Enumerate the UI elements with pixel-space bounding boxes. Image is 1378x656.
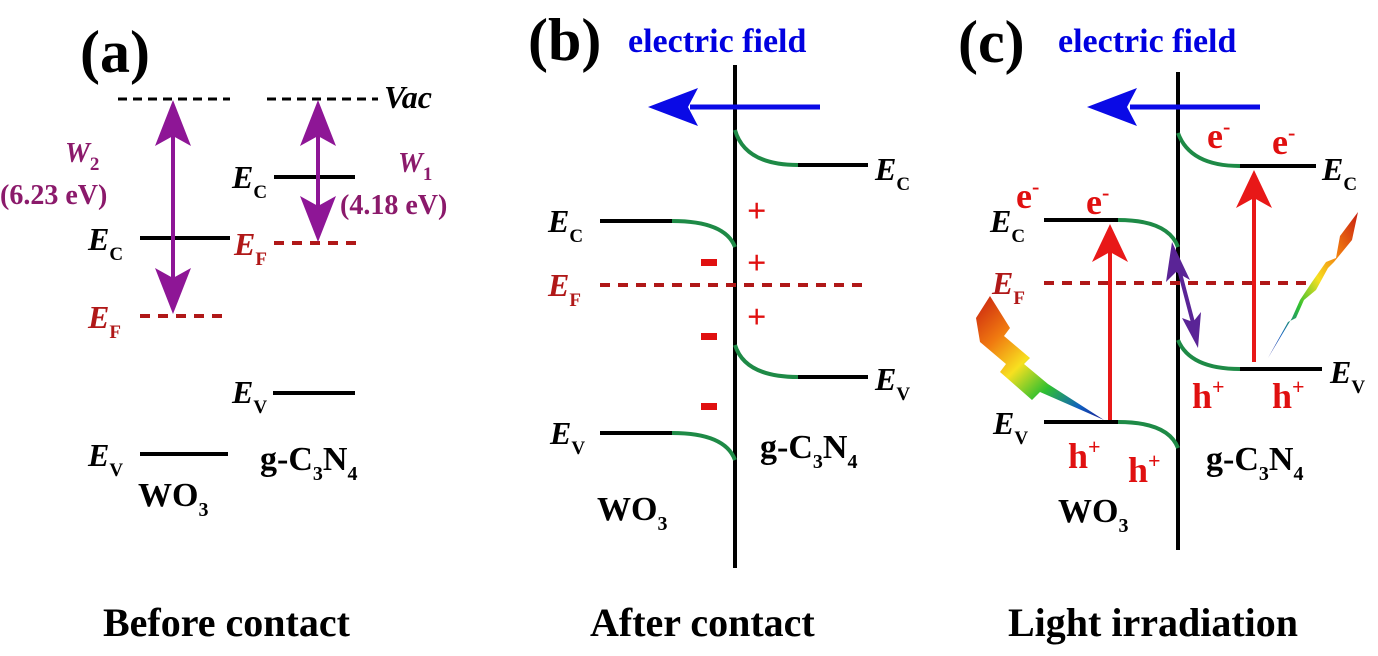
ef-label: EF xyxy=(547,267,581,311)
gcn-ec-label: EC xyxy=(231,159,267,203)
wo3-label: WO3 xyxy=(597,491,667,535)
work-function-w2-value: (6.23 eV) xyxy=(0,180,107,211)
arrowhead-down-icon xyxy=(300,196,336,242)
wo3-ec-label: EC xyxy=(547,203,583,247)
band-bending-curve xyxy=(733,344,799,379)
band-bending-curve xyxy=(671,219,737,248)
electron-label: e- xyxy=(1207,114,1230,156)
wo3-ef-label: EF xyxy=(87,299,121,343)
arrowhead-up-icon xyxy=(1092,224,1128,262)
arrowhead-up-icon xyxy=(1236,170,1272,208)
gcn-ev-label: EV xyxy=(1329,354,1365,398)
arrow-left-icon xyxy=(1087,88,1137,126)
band-bending-curve xyxy=(1176,132,1241,168)
band-bending-curve xyxy=(671,431,737,461)
hole-label: h+ xyxy=(1068,434,1101,476)
gcn-label: g-C3N4 xyxy=(1206,441,1303,485)
wo3-ec-label: EC xyxy=(87,221,123,265)
panel-a-label: (a) xyxy=(80,19,150,85)
gcn-ef-label: EF xyxy=(233,226,267,270)
wo3-label: WO3 xyxy=(138,477,208,521)
panel-b-label: (b) xyxy=(528,7,601,73)
hole-label: h+ xyxy=(1192,374,1225,416)
work-function-w1-value: (4.18 eV) xyxy=(340,190,447,221)
negative-charge xyxy=(701,333,717,340)
band-bending-curve xyxy=(1176,339,1241,371)
negative-charge xyxy=(701,259,717,266)
electron-label: e- xyxy=(1086,180,1109,222)
light-bolt-icon xyxy=(976,296,1104,420)
vacuum-label: Vac xyxy=(384,79,432,115)
panel-b-caption: After contact xyxy=(590,600,815,645)
wo3-label: WO3 xyxy=(1058,493,1128,537)
work-function-w2-symbol: W2 xyxy=(65,138,99,175)
wo3-ev-label: EV xyxy=(992,405,1028,449)
positive-charge: + xyxy=(747,245,766,282)
electron-label: e- xyxy=(1016,174,1039,216)
panel-c: (c) electric field EC EC EF EV EV xyxy=(958,9,1365,645)
ef-label: EF xyxy=(991,265,1025,309)
gcn-ec-label: EC xyxy=(1321,151,1357,195)
wo3-ev-label: EV xyxy=(549,415,585,459)
gcn-label: g-C3N4 xyxy=(760,429,857,473)
arrowhead-up-icon xyxy=(1166,242,1190,282)
panel-b-field-label: electric field xyxy=(628,23,806,60)
panel-c-caption: Light irradiation xyxy=(1008,600,1298,645)
wo3-ec-label: EC xyxy=(989,203,1025,247)
wo3-ev-label: EV xyxy=(87,437,123,481)
panel-c-label: (c) xyxy=(958,9,1025,75)
panel-c-field-label: electric field xyxy=(1058,23,1236,60)
work-function-w1-symbol: W1 xyxy=(398,148,432,185)
hole-label: h+ xyxy=(1128,448,1161,490)
band-bending-curve xyxy=(733,129,799,167)
arrowhead-down-icon xyxy=(1182,312,1201,348)
panel-a-caption: Before contact xyxy=(103,600,351,645)
positive-charge: + xyxy=(747,193,766,230)
panel-b: (b) electric field EC EC EF + + + EV EV … xyxy=(528,7,910,645)
positive-charge: + xyxy=(747,299,766,336)
gcn-ec-label: EC xyxy=(874,151,910,195)
light-bolt-icon xyxy=(1268,212,1358,358)
gcn-label: g-C3N4 xyxy=(260,441,357,485)
arrowhead-down-icon xyxy=(155,268,191,314)
gcn-ev-label: EV xyxy=(231,374,267,418)
band-bending-curve xyxy=(1117,218,1180,248)
hole-label: h+ xyxy=(1272,374,1305,416)
arrow-left-icon xyxy=(648,88,698,126)
arrowhead-up-icon xyxy=(300,100,336,146)
electron-label: e- xyxy=(1272,120,1295,162)
gcn-ev-label: EV xyxy=(874,361,910,405)
negative-charge xyxy=(701,403,717,410)
band-bending-curve xyxy=(1117,420,1180,449)
arrowhead-up-icon xyxy=(155,100,191,146)
panel-a: (a) Vac EC EF EV WO3 W2 (6.23 eV) EC EF … xyxy=(0,19,447,645)
